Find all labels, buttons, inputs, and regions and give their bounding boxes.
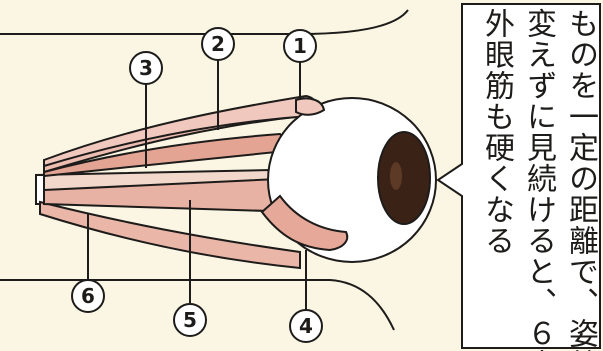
muscle-origin-ring: [36, 175, 44, 204]
svg-text:3: 3: [139, 56, 153, 80]
label-2: 2: [202, 28, 234, 60]
svg-text:6: 6: [81, 284, 95, 308]
label-1: 1: [284, 30, 316, 62]
muscle-1-insertion: [296, 98, 324, 114]
socket-upper-contour: [0, 10, 408, 34]
label-3: 3: [130, 52, 162, 84]
pupil-highlight: [390, 162, 402, 190]
svg-text:5: 5: [183, 308, 197, 332]
label-6: 6: [72, 280, 104, 312]
svg-text:2: 2: [211, 32, 225, 56]
iris: [378, 132, 430, 224]
callout-line-2: 変えずに見続けると、６本の: [520, 8, 556, 344]
callout-text: ものを一定の距離で、姿勢を 変えずに見続けると、６本の 外眼筋も硬くなる: [466, 8, 602, 344]
svg-text:4: 4: [299, 314, 313, 338]
svg-text:1: 1: [293, 34, 307, 58]
label-4: 4: [290, 310, 322, 342]
label-5: 5: [174, 304, 206, 336]
callout-line-3: 外眼筋も硬くなる: [478, 8, 514, 344]
callout-line-1: ものを一定の距離で、姿勢を: [562, 8, 598, 344]
